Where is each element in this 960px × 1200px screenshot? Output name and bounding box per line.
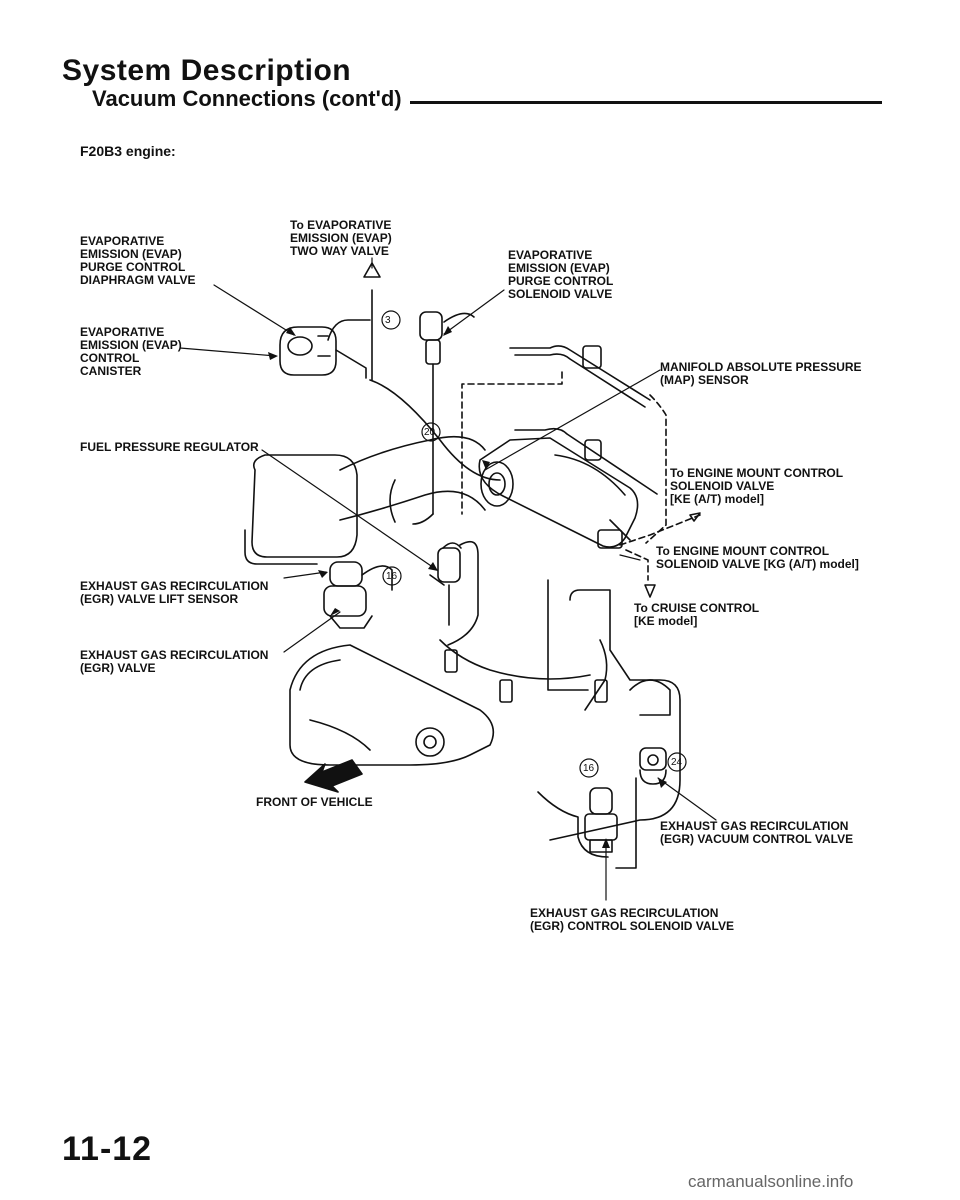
egr-valve <box>323 561 393 629</box>
label-engine-mount-ke: To ENGINE MOUNT CONTROL SOLENOID VALVE [… <box>670 466 844 506</box>
label-evap-purge-solenoid-valve: EVAPORATIVE EMISSION (EVAP) PURGE CONTRO… <box>508 248 614 301</box>
leader-arrowheads <box>268 326 667 848</box>
intake-manifold <box>478 437 639 548</box>
label-fuel-pressure-regulator: FUEL PRESSURE REGULATOR <box>80 440 259 454</box>
front-arrow-icon <box>304 759 363 793</box>
label-engine-mount-kg: To ENGINE MOUNT CONTROL SOLENOID VALVE [… <box>656 544 859 571</box>
section-subtitle: Vacuum Connections (cont'd) <box>92 86 402 111</box>
hose-number-20: 20 <box>424 427 436 438</box>
label-cruise-control: To CRUISE CONTROL [KE model] <box>634 601 760 628</box>
hose-number-16-lower: 16 <box>583 763 595 774</box>
page-number: 11-12 <box>62 1130 153 1168</box>
hose-clips <box>444 649 671 716</box>
watermark: carmanualsonline.info <box>688 1172 854 1191</box>
label-front-of-vehicle: FRONT OF VEHICLE <box>256 795 373 809</box>
page-title: System Description <box>62 54 352 87</box>
egr-control-solenoid-valve <box>584 787 618 853</box>
engine-label: F20B3 engine: <box>80 143 176 159</box>
arrow-cruise-down <box>644 584 656 598</box>
evap-purge-solenoid-valve <box>419 311 475 515</box>
air-cleaner-housing <box>289 644 495 766</box>
label-evap-canister: EVAPORATIVE EMISSION (EVAP) CONTROL CANI… <box>80 325 182 378</box>
label-evap-two-way-valve: To EVAPORATIVE EMISSION (EVAP) TWO WAY V… <box>290 218 392 258</box>
leader-lines <box>179 257 717 901</box>
main-vacuum-hoses <box>369 379 681 869</box>
label-evap-purge-diaphragm-valve: EVAPORATIVE EMISSION (EVAP) PURGE CONTRO… <box>80 234 196 287</box>
hose-number-16-upper: 16 <box>386 571 398 582</box>
label-egr-control-solenoid-valve: EXHAUST GAS RECIRCULATION (EGR) CONTROL … <box>530 906 735 933</box>
dashed-vacuum-lines <box>461 371 701 581</box>
egr-vacuum-control-valve <box>639 747 667 785</box>
fuel-pressure-regulator <box>429 542 462 626</box>
label-egr-valve: EXHAUST GAS RECIRCULATION (EGR) VALVE <box>80 648 269 675</box>
hose-number-circles <box>381 310 687 778</box>
hose-number-3: 3 <box>385 315 391 326</box>
evap-canister <box>279 326 367 379</box>
title-rule <box>410 101 882 104</box>
label-egr-lift-sensor: EXHAUST GAS RECIRCULATION (EGR) VALVE LI… <box>80 579 269 606</box>
label-egr-vacuum-control-valve: EXHAUST GAS RECIRCULATION (EGR) VACUUM C… <box>660 819 854 846</box>
label-map-sensor: MANIFOLD ABSOLUTE PRESSURE (MAP) SENSOR <box>660 360 862 387</box>
arrow-engine-mount <box>689 512 701 522</box>
hose-number-24: 24 <box>671 757 683 768</box>
two-way-valve-tube <box>327 262 381 381</box>
intake-air-duct <box>244 435 486 565</box>
